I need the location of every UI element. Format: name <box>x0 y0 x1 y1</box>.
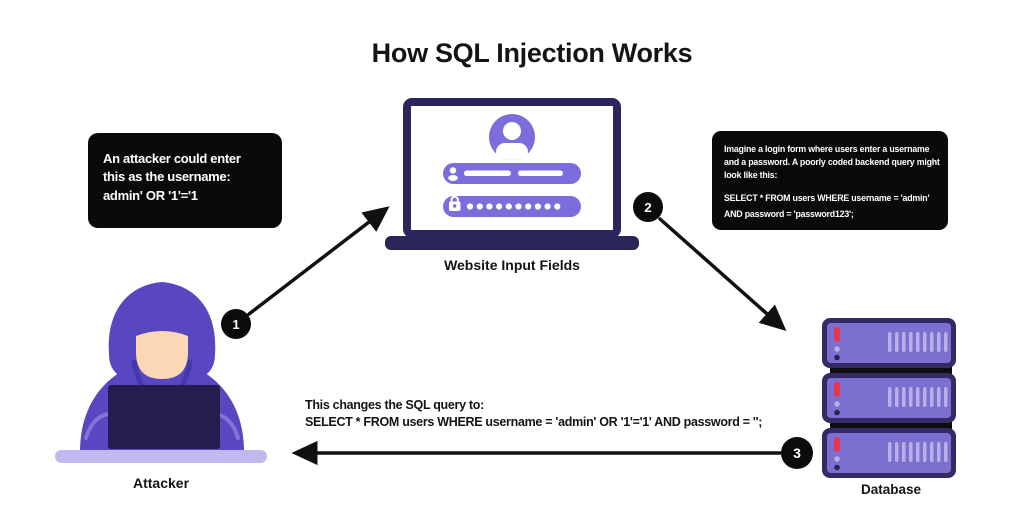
callout-attacker-line: admin' OR '1'='1 <box>103 187 198 203</box>
server-vents <box>888 387 948 407</box>
attacker-arm-highlight <box>84 412 110 440</box>
server-led-dark <box>834 354 840 361</box>
callout-backend-line: Imagine a login form where users enter a… <box>724 144 930 154</box>
database-illustration <box>822 318 956 478</box>
attacker-laptop <box>108 385 220 449</box>
step-badge-2: 2 <box>633 192 663 222</box>
callout-attacker-line: An attacker could enter <box>103 151 241 166</box>
username-field-illustration <box>443 163 581 184</box>
avatar-icon <box>489 114 535 160</box>
user-icon <box>448 167 458 181</box>
attacker-illustration <box>55 282 267 463</box>
server-led-red <box>834 327 840 342</box>
lock-icon <box>449 195 461 211</box>
input-dash <box>464 170 511 176</box>
server-led-light <box>834 456 840 462</box>
arrow-website-to-database <box>658 217 787 332</box>
arrow-attacker-to-website <box>247 206 390 316</box>
server-unit <box>822 318 956 368</box>
callout-attacker-line: this as the username: <box>103 169 231 185</box>
website-label: Website Input Fields <box>444 257 580 273</box>
step-badge-3: 3 <box>781 437 813 469</box>
desk <box>55 450 267 463</box>
result-text: This changes the SQL query to: SELECT * … <box>305 397 905 431</box>
callout-backend-line: look like this: <box>724 169 778 180</box>
server-led-red <box>834 437 840 452</box>
callout-backend-sql-line: SELECT * FROM users WHERE username = 'ad… <box>724 193 930 204</box>
server-led-dark <box>834 464 840 471</box>
attacker-label: Attacker <box>132 475 190 491</box>
input-dash <box>518 170 563 176</box>
password-dots <box>466 203 561 210</box>
server-led-red <box>834 382 840 397</box>
callout-backend-sql-line: AND password = 'password123'; <box>724 209 854 219</box>
server-unit <box>822 428 956 478</box>
server-unit <box>822 373 956 423</box>
server-led-light <box>834 346 840 352</box>
server-led-light <box>834 401 840 407</box>
result-text-line2: SELECT * FROM users WHERE username = 'ad… <box>305 414 763 429</box>
server-vents <box>888 442 948 462</box>
server-led-dark <box>834 409 840 416</box>
password-field-illustration <box>443 195 581 217</box>
callout-backend-query: Imagine a login form where users enter a… <box>712 131 948 230</box>
result-text-line1: This changes the SQL query to: <box>305 398 484 412</box>
page-title: How SQL Injection Works <box>371 38 693 68</box>
attacker-face <box>136 331 188 379</box>
server-vents <box>888 332 948 352</box>
laptop-base <box>385 236 639 250</box>
callout-backend-line: and a password. A poorly coded backend q… <box>724 156 940 167</box>
laptop-illustration <box>385 98 639 250</box>
step-badge-1: 1 <box>221 309 251 339</box>
database-label: Database <box>860 482 922 497</box>
callout-attacker-payload: An attacker could enter this as the user… <box>88 133 282 228</box>
